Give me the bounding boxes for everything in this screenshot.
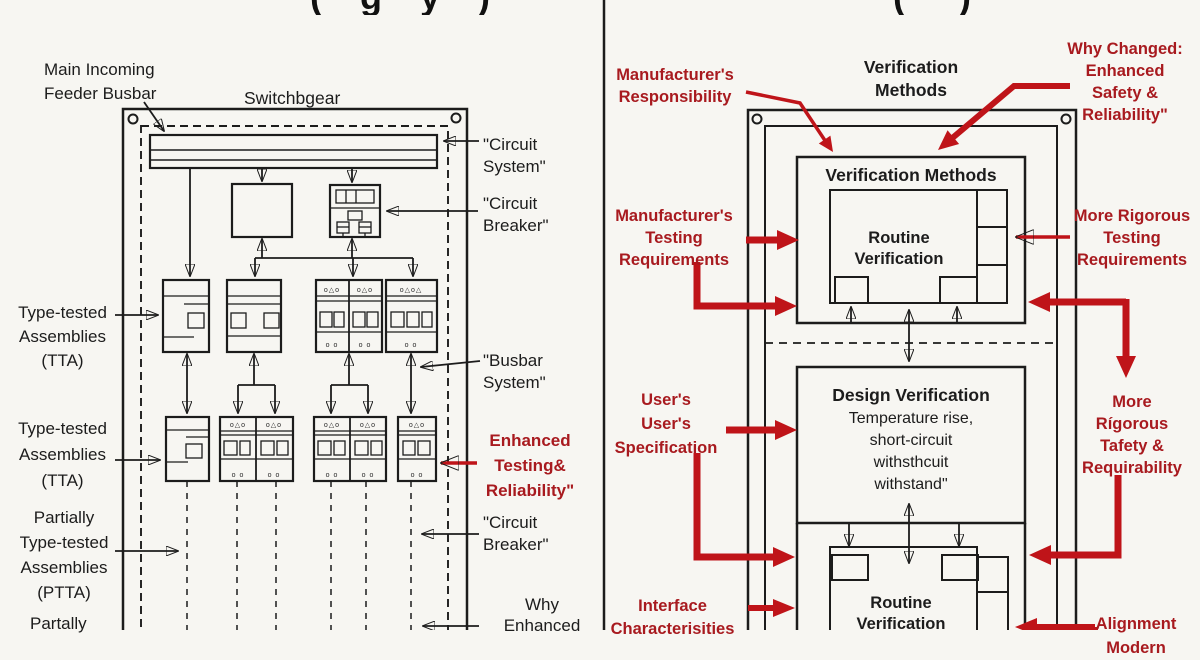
svg-text:o o: o o xyxy=(232,472,245,479)
main-feeder-label: Main Incoming Feeder Busbar xyxy=(44,60,157,103)
verification-methods-top-label: Verification Methods xyxy=(863,57,959,100)
svg-text:o△o: o△o xyxy=(360,422,376,429)
left-cabinet: o△o o△o o o o o o△o△ xyxy=(115,101,481,630)
module xyxy=(225,278,283,354)
svg-text:Design Verification: Design Verification xyxy=(832,385,990,405)
module xyxy=(161,278,211,354)
feeder-arrow xyxy=(143,101,164,131)
module-wide: o△o△ o o xyxy=(384,278,439,354)
more-rigorous-testing-label: More Rigorous Testing Requirements xyxy=(1073,207,1191,269)
diagram-canvas: o△o o△o o o o o o△o△ xyxy=(115,0,1136,630)
left-title-fragment: ( g y ) xyxy=(242,0,572,15)
screw-icon xyxy=(751,113,763,125)
why-changed-label: Why Changed: Enhanced Safety & Reliabili… xyxy=(1067,40,1183,124)
svg-text:o o: o o xyxy=(411,472,424,479)
circuit-system-label: "Circuit System" xyxy=(483,135,546,176)
vm-box-title: Verification Methods xyxy=(825,165,996,185)
red-arrows xyxy=(693,83,1136,630)
feeder-dashed-drops xyxy=(186,481,412,630)
svg-text:o o: o o xyxy=(405,342,418,349)
svg-text:o△o△: o△o△ xyxy=(400,287,423,294)
svg-text:o o: o o xyxy=(326,472,339,479)
busbar-system-label: "Busbar System" xyxy=(483,351,546,392)
alignment-label: Alignment Modern xyxy=(1095,615,1177,657)
circuit-breaker-label-1: "Circuit Breaker" xyxy=(483,194,549,235)
tta-label-2: Type-tested Assemblies (TTA) xyxy=(18,419,107,490)
switchgear-label: Switchbgear xyxy=(244,88,341,108)
screw-icon xyxy=(127,113,139,125)
interface-characteristics-label: Interface Characterisities xyxy=(610,597,735,638)
manufacturers-responsibility-label: Manufacturer's Responsibility xyxy=(616,66,734,106)
circuit-breaker-label-2: "Circuit Breaker" xyxy=(483,513,549,554)
module: o△o o o xyxy=(396,415,438,483)
routine-verification-bottom-box: Routine Verification xyxy=(829,546,1009,630)
routine-verification-top: Routine xyxy=(868,229,929,247)
svg-text:o△o: o△o xyxy=(324,422,340,429)
svg-text:withsthcuit: withsthcuit xyxy=(873,454,949,471)
assembly-row-1: o△o o△o o o o o o△o△ xyxy=(161,278,439,354)
routine-verification-bottom: Routine xyxy=(870,594,931,612)
svg-text:Verification: Verification xyxy=(855,250,944,268)
svg-text:o o: o o xyxy=(268,472,281,479)
design-verification-box: Design Verification Temperature rise, sh… xyxy=(795,365,1027,525)
comparison-diagram: ( g y ) ( ) xyxy=(18,0,1191,657)
enhanced-testing-label: Enhanced Testing& Reliability" xyxy=(485,431,575,500)
tta-label-1: Type-tested Assemblies (TTA) xyxy=(18,303,107,370)
svg-text:o o: o o xyxy=(326,342,339,349)
verification-methods-box: Verification Methods Routine Verificatio… xyxy=(795,155,1027,325)
screw-icon xyxy=(450,112,462,124)
right-cabinet: Verification Methods Routine Verificatio… xyxy=(693,83,1136,630)
module-double: o△o o△o o o o o xyxy=(314,278,384,354)
switch-box xyxy=(230,182,294,239)
svg-text:short-circuit: short-circuit xyxy=(870,432,953,449)
assembly-row-2: o△o o△o o o o o o△o o△o xyxy=(164,415,438,483)
svg-text:o o: o o xyxy=(362,472,375,479)
more-rigorous-tafety-label: More Rígorous Tafety & Requirability xyxy=(1082,393,1182,477)
main-busbar xyxy=(148,133,439,170)
partally-label: Partally xyxy=(30,614,87,633)
svg-text:o△o: o△o xyxy=(230,422,246,429)
circuit-breaker-box xyxy=(328,183,382,239)
users-specification-label: User's User's Specification xyxy=(614,391,718,457)
dashed-enclosure xyxy=(140,125,449,630)
screw-icon xyxy=(1060,113,1072,125)
svg-text:o△o: o△o xyxy=(324,287,340,294)
ptta-label: Partially Type-tested Assemblies (PTTA) xyxy=(19,508,109,602)
svg-text:o o: o o xyxy=(359,342,372,349)
svg-text:Verification: Verification xyxy=(857,615,946,630)
module xyxy=(164,415,211,483)
right-title-fragment: ( ) xyxy=(893,0,1043,15)
module-double: o△o o△o o o o o xyxy=(312,415,388,483)
busbar-system-arrow xyxy=(421,360,481,367)
module-double: o△o o△o o o o o xyxy=(218,415,295,483)
manufacturers-testing-label: Manufacturer's Testing Requirements xyxy=(615,207,733,269)
svg-text:o△o: o△o xyxy=(266,422,282,429)
svg-text:o△o: o△o xyxy=(357,287,373,294)
svg-text:o△o: o△o xyxy=(409,422,425,429)
svg-text:withstand": withstand" xyxy=(873,476,947,493)
svg-text:Temperature rise,: Temperature rise, xyxy=(849,410,974,427)
